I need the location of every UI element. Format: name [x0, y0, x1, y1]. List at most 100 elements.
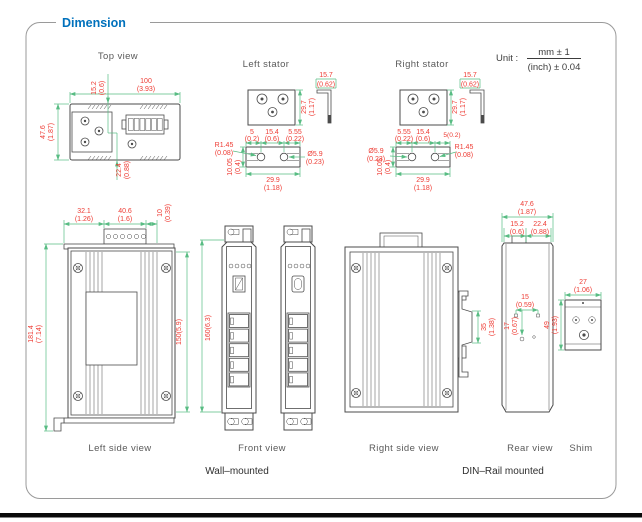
screw-icon [80, 116, 104, 147]
rail-section [458, 290, 473, 378]
left-side-view-label: Left side view [88, 443, 151, 454]
front-unit-a [221, 225, 257, 431]
body-inner-edge [349, 251, 454, 408]
dim-front-height: 160(6.3) [205, 315, 212, 341]
dim-rstator-dia-mm: Ø5.9 [368, 148, 383, 155]
panel-border [25, 22, 617, 499]
dim-lside-bodyh: 150(5.9) [176, 319, 183, 345]
dim-rail-height-inch: (1.38) [489, 318, 496, 336]
dim-rstator-toedge-inch: (0.22) [395, 136, 413, 143]
dim-topview-offset-top-inch: (0.6) [99, 81, 106, 95]
screw-hole-icon [407, 93, 440, 117]
shim-label: Shim [569, 443, 592, 454]
top-view-dim-lines [54, 74, 181, 180]
dim-rear-spacing-inch: (0.59) [516, 302, 534, 309]
dim-lstator-spacing-inch: (0.6) [265, 136, 279, 143]
front-unit-b [280, 225, 316, 431]
dim-lstator-basew-inch: (1.18) [264, 185, 282, 192]
dim-rear-width-mm: 47.6 [520, 201, 534, 208]
side-panel [85, 291, 138, 366]
shim-body [564, 299, 602, 351]
dim-rstator-toedge-mm: 5.55 [397, 129, 411, 136]
dim-rstator-edge: 5(0.2) [443, 132, 460, 139]
dim-shim-width-mm: 27 [579, 279, 587, 286]
shim-pin [582, 302, 584, 304]
dim-lstator-dia-mm: Ø5.9 [307, 151, 322, 158]
page-title: Dimension [62, 16, 126, 30]
base-dim-lines [389, 140, 457, 177]
device-body [501, 242, 554, 413]
dim-shim-height-mm: 49 [544, 321, 551, 329]
rear-dim-lines [501, 213, 554, 336]
dim-lstator-bracket-inch: (0.62) [317, 82, 335, 89]
dim-lside-flangeleft-inch: (1.26) [75, 216, 93, 223]
bracket-foot [481, 115, 484, 123]
dim-topview-offset-bottom-mm: 22.4 [116, 163, 123, 177]
bracket-step [301, 228, 311, 243]
keyhole-slot-icon [286, 228, 299, 236]
base-dim-lines [232, 140, 305, 177]
bracket-depth-dim [459, 78, 481, 89]
dim-rear-right-mm: 22.4 [533, 221, 547, 228]
bottom-mount-bracket [283, 412, 313, 431]
dim-rstator-bracket-mm: 15.7 [463, 72, 477, 79]
dim-lstator-spacing-mm: 15.4 [265, 129, 279, 136]
dim-topview-width-mm: 100 [140, 78, 152, 85]
left-side-view: 32.1 (1.26) 40.6 (1.6) 10 (0.39) 181.4 (… [28, 204, 190, 454]
dim-topview-height-mm: 47.6 [40, 125, 47, 139]
dim-topview-offset-bottom-inch: (0.88) [124, 161, 131, 179]
din-rail-profile: 35 (1.38) [458, 290, 496, 378]
dim-lstator-basew-mm: 29.9 [266, 177, 280, 184]
dim-rstator-plateh-inch: (1.17) [460, 98, 467, 116]
stator-base [395, 146, 451, 168]
dim-rear-offset-mm: 17 [504, 322, 511, 330]
unit-prefix: Unit : [496, 53, 518, 64]
dim-topview-width-inch: (3.93) [137, 86, 155, 93]
terminal-block [379, 232, 423, 249]
dim-shim-height-inch: (1.93) [552, 316, 559, 334]
shim-view: 27 (1.06) 49 (1.93) Shim [544, 279, 602, 454]
dim-shim-width-inch: (1.06) [574, 287, 592, 294]
dim-lside-flangeleft-mm: 32.1 [77, 208, 91, 215]
right-stator-label: Right stator [395, 59, 448, 70]
right-stator: Right stator 29.7 (1.17) 15.7 (0.62) [367, 59, 485, 192]
dim-rstator-bracket-inch: (0.62) [461, 82, 479, 89]
led-indicators [287, 263, 311, 269]
left-stator-label: Left stator [243, 59, 290, 70]
dim-lstator-baseh-mm: 10.05 [227, 158, 234, 176]
dim-rstator-basew-mm: 29.9 [416, 177, 430, 184]
dim-rstator-radius-mm: R1.45 [455, 144, 474, 151]
screw-icon [351, 263, 452, 398]
dim-rear-right-inch: (0.88) [531, 229, 549, 236]
dim-lstator-edge-inch: (0.2) [245, 136, 259, 143]
unit-denominator: (inch) ± 0.04 [528, 62, 581, 73]
top-view-label: Top view [98, 51, 138, 62]
dim-rstator-spacing-mm: 15.4 [416, 129, 430, 136]
keyhole-slot-icon [286, 417, 312, 426]
rail-height-dim [472, 310, 481, 344]
wall-mounted-label: Wall–mounted [205, 466, 269, 477]
device-body [344, 246, 459, 413]
dim-lside-flangeright-mm: 10 [157, 209, 164, 217]
dim-lstator-edge-mm: 5 [250, 129, 254, 136]
keyhole-slot-icon [227, 417, 253, 426]
dim-lside-totalh-inch: (7.14) [36, 325, 43, 343]
dim-rail-height-mm: 35 [481, 323, 488, 331]
dim-rear-offset-inch: (0.67) [512, 317, 519, 335]
dim-lstator-radius-inch: (0.08) [215, 150, 233, 157]
wall-plate-bottom [63, 417, 175, 424]
dim-rstator-spacing-inch: (0.6) [416, 136, 430, 143]
cooling-ribs [362, 253, 441, 406]
dim-lside-block-mm: 40.6 [118, 208, 132, 215]
right-side-view: Right side view [344, 232, 467, 454]
vent-slots [87, 104, 168, 161]
rj45-ports [227, 312, 251, 388]
dim-rstator-dia-inch: (0.23) [367, 156, 385, 163]
dim-lside-block-inch: (1.6) [118, 216, 132, 223]
dim-topview-offset-top-mm: 15.2 [91, 81, 98, 95]
terminal-block [121, 114, 169, 135]
front-panel [226, 246, 252, 409]
dim-lside-totalh-mm: 181.4 [28, 325, 35, 343]
dim-rstator-radius-inch: (0.08) [455, 152, 473, 159]
dim-lstator-toedge-mm: 5.55 [288, 129, 302, 136]
